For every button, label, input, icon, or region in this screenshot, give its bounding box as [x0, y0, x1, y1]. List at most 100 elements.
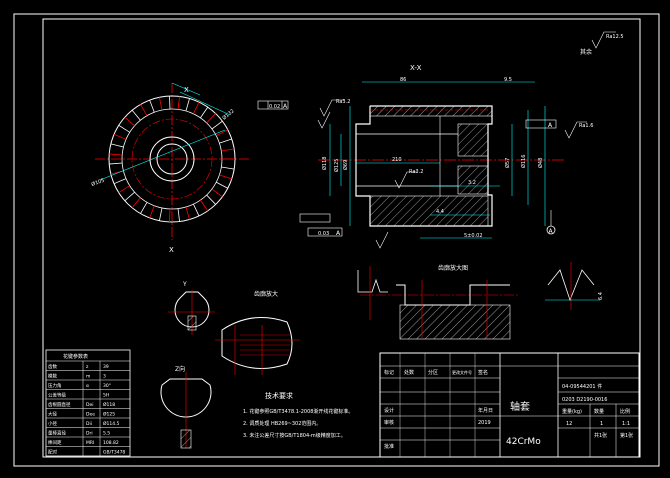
table-cell-name: 配对 [48, 449, 57, 456]
tech-req-line-2: 2. 调质处理 HB269~302范围内。 [243, 420, 321, 427]
spline-tooth [206, 113, 216, 124]
tech-req-line-1: 1. 花键参照GB/T3478.1-2008渐开线花键标准。 [243, 408, 353, 415]
spline-tooth [110, 143, 124, 148]
table-cell-value: 5H [103, 393, 109, 399]
spline-tooth [219, 138, 232, 144]
spline-profile-detail: 齿廓放大图 [357, 262, 600, 340]
datum-ref-a2: A [548, 122, 553, 129]
table-cell-name: 棒间距 [48, 439, 62, 446]
tb-date: 2019 [478, 420, 491, 426]
detail-label: 齿廓放大图 [438, 264, 468, 272]
dim-86: 86 [400, 77, 406, 83]
section-label-bottom: X [169, 246, 174, 254]
tooth-magnified: 齿廓放大 [215, 290, 300, 375]
datum-ref-a3: A [336, 230, 341, 237]
dim-4-4: 4.4 [436, 209, 444, 215]
table-cell-value: 3 [103, 374, 106, 380]
spline-tooth [216, 181, 228, 189]
spline-tooth [149, 205, 155, 219]
table-cell-name: 齿数 [48, 363, 57, 370]
spline-tooth [113, 178, 127, 185]
datum-a-symbol: A [549, 228, 554, 235]
table-cell-name: 齿根圆直径 [48, 401, 71, 408]
spline-tooth [113, 133, 127, 140]
dimension-labels: Ra3.2 Ra1.6 Ra12.5 Ra3.2 Ø118 Ø125 Ø69 Ø… [90, 34, 623, 300]
tb-qty-label: 数量 [594, 408, 604, 415]
spline-tooth [124, 191, 135, 202]
spline-teeth [109, 96, 235, 222]
tb-year: 年月日 [478, 407, 493, 414]
table-cell-symbol: Dri [86, 431, 93, 437]
dim-roughness-4: Ra3.2 [409, 169, 423, 175]
table-cell-name: 量棒直径 [48, 430, 66, 437]
table-cell-symbol: α [86, 384, 89, 389]
tooth-profile-label: 齿廓放大 [254, 290, 278, 298]
dim-3-2: 3.2 [468, 180, 476, 186]
dim-dia-118: Ø118 [321, 157, 328, 170]
view-z-label: Z向 [175, 365, 185, 373]
tb-std-no: 0203 D2190-0016 [562, 397, 607, 403]
table-cell-value: GB/T3478 [103, 450, 125, 456]
table-cell-symbol: Dei [86, 402, 93, 408]
spline-tooth [193, 101, 200, 114]
tb-qty: 1 [600, 421, 603, 427]
spline-tooth [219, 174, 232, 180]
spline-tooth [169, 96, 171, 110]
spline-tooth [131, 197, 141, 209]
table-cell-symbol: Dii [86, 421, 92, 427]
tb-scale-label: 比例 [620, 408, 630, 415]
dim-dia-105: Ø105 [90, 177, 105, 188]
tb-check: 审核 [384, 419, 394, 426]
tb-part-name: 轴套 [510, 400, 530, 413]
table-cell-name: 大径 [48, 411, 57, 418]
table-cell-value: 108.82 [103, 440, 119, 446]
table-cell-name: 公差等级 [48, 392, 66, 399]
spline-tooth [140, 202, 148, 214]
spline-tooth [140, 104, 148, 116]
tb-weight-label: 重量(kg) [562, 408, 582, 415]
table-cell-name: 压力角 [48, 382, 62, 389]
dim-5-tol: 5±0.02 [464, 233, 483, 239]
table-cell-symbol: z [86, 365, 89, 370]
inner-frame [42, 18, 641, 458]
spline-table-title: 花键参数表 [63, 353, 88, 360]
spline-tooth [118, 185, 130, 194]
section-label-top: X [184, 86, 189, 94]
spline-tooth [221, 148, 235, 152]
tb-sheet-no: 第1张 [620, 432, 633, 439]
tb-material: 42CrMo [506, 437, 541, 447]
spline-tooth [159, 97, 163, 111]
spline-tooth [206, 194, 216, 205]
spline-tooth [185, 206, 190, 220]
dim-roughness-2: Ra1.6 [579, 123, 593, 129]
table-cell-name: 小径 [48, 420, 57, 427]
table-cell-value: 5.5 [103, 431, 110, 437]
dim-210: 210 [392, 157, 402, 163]
dim-dia-57: Ø57 [504, 158, 511, 168]
datum-ref-a1: A [283, 103, 288, 110]
tech-req-title: 技术要求 [265, 391, 293, 400]
spline-tooth [216, 129, 228, 137]
tb-zone: 分区 [428, 369, 438, 376]
dim-dia-132: Ø132 [221, 108, 236, 122]
table-cell-name: 模数 [48, 373, 57, 380]
spline-tooth [211, 120, 223, 130]
dim-dia-48: Ø48 [537, 158, 544, 168]
end-view-spline: X X [95, 82, 250, 254]
outer-frame [13, 13, 660, 467]
spline-tooth [169, 208, 171, 222]
table-cell-value: Ø114.5 [103, 420, 120, 427]
spline-tooth [177, 96, 180, 110]
title-block: 标记 处数 分区 更改文件号 签名 设计 审核 批准 年月日 2019 轴套 4… [379, 352, 640, 458]
dim-6-4: 6.4 [598, 292, 604, 300]
spline-tooth [131, 109, 141, 121]
tb-weight: 12 [566, 421, 572, 427]
view-z: Z向 [160, 365, 212, 449]
roughness-other-note: 其余 [580, 48, 592, 56]
tb-sign: 签名 [478, 369, 488, 376]
gdt-tol-2: 0.03 [318, 231, 329, 237]
table-cell-value: 39 [103, 364, 109, 370]
spline-tooth [177, 208, 180, 222]
spline-tooth [159, 207, 163, 221]
